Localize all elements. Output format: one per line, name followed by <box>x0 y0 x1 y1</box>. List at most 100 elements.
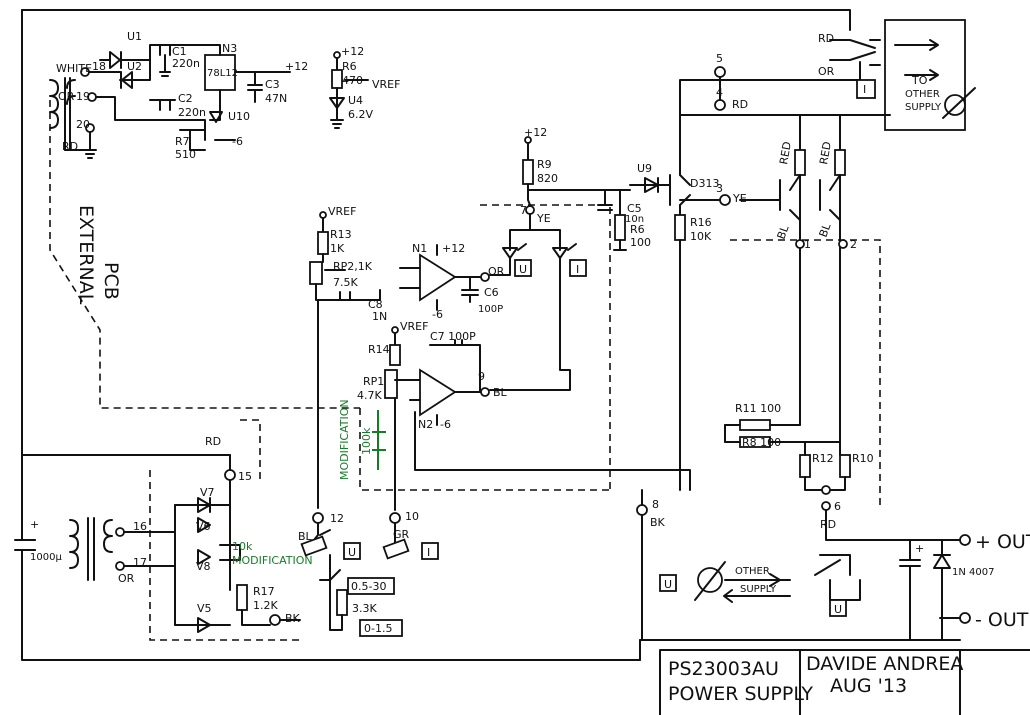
label-1n4007: 1N 4007 <box>952 567 994 578</box>
wire-label-white: WHITE <box>56 62 92 75</box>
label-r33: 3.3K <box>352 602 377 615</box>
boxed-u-mid: U <box>519 263 527 276</box>
wire-label-7: 7 <box>520 204 527 217</box>
label-r75: 7.5K <box>333 276 358 289</box>
title-model: PS23003AU <box>668 658 779 680</box>
wire-label-rd-6: RD <box>820 518 836 531</box>
boxed-u-low: U <box>348 546 356 559</box>
label-r6: R6 <box>342 60 357 73</box>
label-r17: R17 <box>253 585 275 598</box>
wire-label-12: 12 <box>330 512 344 525</box>
outer-wiring <box>21 9 961 661</box>
label-c6-value: 100P <box>478 304 503 315</box>
wire-label-gr: GR <box>393 528 410 541</box>
boxed-i-mid: I <box>576 263 579 276</box>
label-r6-value: 470 <box>342 74 363 87</box>
label-r16: R16 <box>690 216 712 229</box>
wire-label-bk-left: BK <box>285 612 301 625</box>
label-c5: C5 <box>627 202 642 215</box>
label-c1000: 1000µ <box>30 552 62 563</box>
boxed-i-low: I <box>427 546 430 559</box>
wire-label-rd-switch: RD <box>818 32 834 45</box>
opamp-n1 <box>309 211 490 509</box>
label-n3: N3 <box>222 42 237 55</box>
main-filter-cap <box>14 454 36 561</box>
label-red-2: RED <box>817 141 834 166</box>
label-r6b: R6 <box>630 223 645 236</box>
wire-label-10: 10 <box>405 510 419 523</box>
power-stage <box>629 66 891 491</box>
label-rp2: RP2,1K <box>333 260 373 273</box>
transformer-top <box>49 67 176 159</box>
label-rp1: RP1 <box>363 375 384 388</box>
driver-branch <box>489 136 631 391</box>
label-vref-r14: VREF <box>400 320 428 333</box>
label-c5-value: 10n <box>625 214 644 225</box>
label-r17-value: 1.2K <box>253 599 278 612</box>
wire-label-ye-7: YE <box>536 212 551 225</box>
other-supply-to: TO <box>911 74 928 87</box>
title-date: AUG '13 <box>830 675 907 697</box>
label-n3-value: 78L12 <box>207 68 238 79</box>
wire-label-bl-9: BL <box>493 386 508 399</box>
label-r7-value: 510 <box>175 148 196 161</box>
label-c2: C2 <box>178 92 193 105</box>
wire-label-or-n1: OR <box>488 265 505 278</box>
label-plus-cap: + <box>30 518 39 531</box>
wire-label-rd: RD <box>62 140 78 153</box>
label-v5: V5 <box>197 602 212 615</box>
wire-label-8: 8 <box>652 498 659 511</box>
label-c6: C6 <box>484 286 499 299</box>
wire-label-1: 1 <box>804 238 811 251</box>
wire-label-5: 5 <box>716 52 723 65</box>
label-u1: U1 <box>127 30 142 43</box>
modification-10k-text: MODIFICATION <box>232 554 313 567</box>
wire-label-16: 16 <box>133 520 147 533</box>
wire-label-bl-12: BL <box>298 530 313 543</box>
wire-label-18: 18 <box>92 60 106 73</box>
label-r9: R9 <box>537 158 552 171</box>
boxed-u-out-2: U <box>834 603 842 616</box>
front-pots <box>300 512 410 631</box>
label-plus12-regulator: +12 <box>285 60 308 73</box>
label-red-1: RED <box>777 141 794 166</box>
boxed-range-i: 0-1.5 <box>364 622 392 635</box>
label-rp1-value: 4.7K <box>357 389 382 402</box>
external-pcb-boundary <box>49 100 881 641</box>
wire-label-19: 19 <box>76 90 90 103</box>
boxed-range-v: 0.5-30 <box>351 580 386 593</box>
label-r10: R10 <box>852 452 874 465</box>
label-vref-r13: VREF <box>328 205 356 218</box>
modification-10k-label: 10k <box>232 540 253 553</box>
label-r13: R13 <box>330 228 352 241</box>
label-r12: R12 <box>812 452 834 465</box>
vref-reference <box>329 51 369 129</box>
label-vref: VREF <box>372 78 400 91</box>
output-minus-label: - OUT <box>975 609 1029 631</box>
label-r7: R7 <box>175 135 190 148</box>
label-r6b-value: 100 <box>630 236 651 249</box>
opamp-n2 <box>384 326 691 511</box>
external-pcb-label: EXTERNAL <box>75 205 97 305</box>
other-supply-bottom-supply: SUPPLY <box>740 584 777 595</box>
label-u9: U9 <box>637 162 652 175</box>
wire-label-rd-4: RD <box>732 98 748 111</box>
label-plus12-r9: +12 <box>524 126 547 139</box>
other-supply-other: OTHER <box>905 89 940 100</box>
label-plus-out-cap: + <box>915 542 924 555</box>
wire-label-rd-15: RD <box>205 435 221 448</box>
external-pcb-label-2: PCB <box>100 262 122 300</box>
label-minus6-n1: -6 <box>432 308 443 321</box>
label-u2: U2 <box>127 60 142 73</box>
output-stage <box>694 534 971 641</box>
label-c7: C7 100P <box>430 330 476 343</box>
label-n1-plus12: +12 <box>442 242 465 255</box>
label-u4-value: 6.2V <box>348 108 373 121</box>
wire-label-or: OR <box>58 90 75 103</box>
label-n2: N2 <box>418 418 433 431</box>
boxed-u-out: U <box>664 578 672 591</box>
label-c8-value: 1N <box>372 310 387 323</box>
title-block <box>659 649 1030 715</box>
label-minus6-n2: -6 <box>440 418 451 431</box>
